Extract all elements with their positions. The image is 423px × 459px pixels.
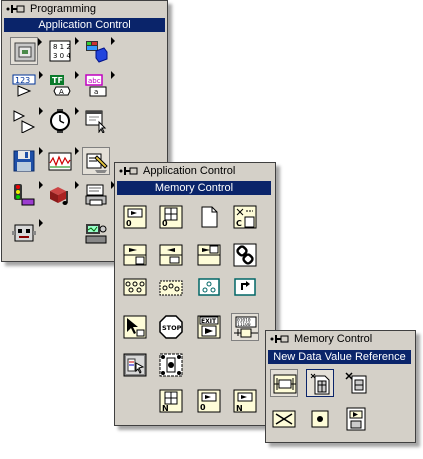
palette-subheader: Memory Control — [117, 181, 271, 195]
stop-icon[interactable]: STOP — [157, 313, 185, 341]
quit-labview-icon[interactable]: EXIT — [195, 313, 223, 341]
zero-text: 0 — [126, 219, 132, 228]
app-control-titlebar[interactable]: Application Control — [115, 163, 275, 179]
svg-text:8 1 2: 8 1 2 — [53, 43, 71, 51]
zero-text: 0 — [162, 219, 168, 228]
close-reference-icon[interactable] — [157, 241, 185, 269]
pin-icon[interactable] — [5, 1, 27, 17]
num-text: 123 — [15, 76, 30, 85]
application-control-icon[interactable] — [82, 147, 110, 175]
c-text: C — [236, 219, 242, 228]
n-text: N — [162, 404, 169, 413]
zero-text: 0 — [200, 403, 206, 412]
in-place-element-icon[interactable] — [306, 369, 334, 397]
open-vi-reference-icon[interactable]: 0 — [121, 203, 149, 231]
event-structure-icon[interactable] — [157, 351, 185, 379]
get-vi-object-ref-icon[interactable]: 0 — [195, 387, 223, 415]
robot-icon[interactable] — [10, 219, 43, 247]
class-browser-icon[interactable] — [157, 273, 185, 301]
application-control-palette: Application Control Memory Control 0 0 C — [114, 162, 276, 426]
memory-control-icon[interactable]: 01010 11100 — [231, 313, 259, 341]
synchronization-icon[interactable] — [10, 181, 43, 209]
cluster-class-icon[interactable] — [82, 37, 115, 65]
menu-editor-icon[interactable] — [121, 351, 149, 379]
exit-text: EXIT — [201, 318, 217, 325]
file-io-icon[interactable] — [10, 147, 43, 175]
svg-text:3 0 4: 3 0 4 — [53, 52, 71, 60]
dialog-ui-icon[interactable] — [82, 107, 110, 135]
memory-control-titlebar[interactable]: Memory Control — [266, 331, 415, 347]
to-more-generic-class-icon[interactable] — [195, 273, 223, 301]
palette-title: Memory Control — [294, 333, 373, 345]
blank-document-icon[interactable] — [195, 203, 223, 231]
new-vi-object-icon[interactable]: N — [157, 387, 185, 415]
palette-title: Application Control — [143, 165, 236, 177]
string-path-icon[interactable]: abc a — [82, 71, 115, 99]
swap-values-icon[interactable] — [270, 405, 298, 433]
palette-title: Programming — [30, 3, 97, 15]
timing-icon[interactable] — [46, 107, 79, 135]
set-vi-object-ref-icon[interactable]: N — [231, 387, 259, 415]
delete-data-value-reference-icon[interactable] — [342, 369, 370, 397]
graphics-sound-icon[interactable] — [46, 181, 79, 209]
memory-control-palette: Memory Control New Data Value Reference — [265, 330, 416, 443]
letter-aa-text: a — [94, 88, 98, 96]
tf-text: TF — [52, 76, 63, 85]
n-text: N — [236, 404, 243, 413]
pin-icon[interactable] — [269, 331, 291, 347]
static-vi-reference-icon[interactable] — [195, 241, 223, 269]
new-data-value-reference-icon[interactable] — [270, 369, 298, 397]
bits2-text: 11100 — [237, 322, 251, 328]
call-by-reference-icon[interactable]: C — [231, 203, 259, 231]
bits1-text: 01010 — [237, 318, 251, 324]
letter-a-text: A — [59, 88, 64, 96]
always-copy-icon[interactable] — [310, 409, 330, 429]
pin-icon[interactable] — [118, 163, 140, 179]
selection-cursor-icon[interactable] — [121, 313, 149, 341]
property-node-icon[interactable]: 0 — [157, 203, 185, 231]
numeric-icon[interactable]: 123 — [10, 71, 43, 99]
instrument-io-icon[interactable] — [82, 219, 110, 247]
waveform-icon[interactable] — [46, 147, 79, 175]
abc-text: abc — [88, 77, 101, 85]
to-more-specific-class-icon[interactable] — [231, 273, 259, 301]
invoke-node-icon[interactable] — [121, 241, 149, 269]
palette-subheader: Application Control — [4, 18, 165, 32]
reference-link-icon[interactable] — [231, 241, 259, 269]
stop-text: STOP — [162, 324, 182, 332]
class-hierarchy-icon[interactable] — [121, 273, 149, 301]
programming-titlebar[interactable]: Programming — [2, 1, 167, 17]
request-deallocation-icon[interactable] — [342, 405, 370, 433]
structures-icon[interactable] — [10, 37, 42, 65]
palette-subheader: New Data Value Reference — [268, 350, 411, 364]
report-generation-icon[interactable] — [82, 181, 115, 209]
boolean-icon[interactable]: TF A — [46, 71, 79, 99]
comparison-icon[interactable] — [10, 107, 43, 135]
